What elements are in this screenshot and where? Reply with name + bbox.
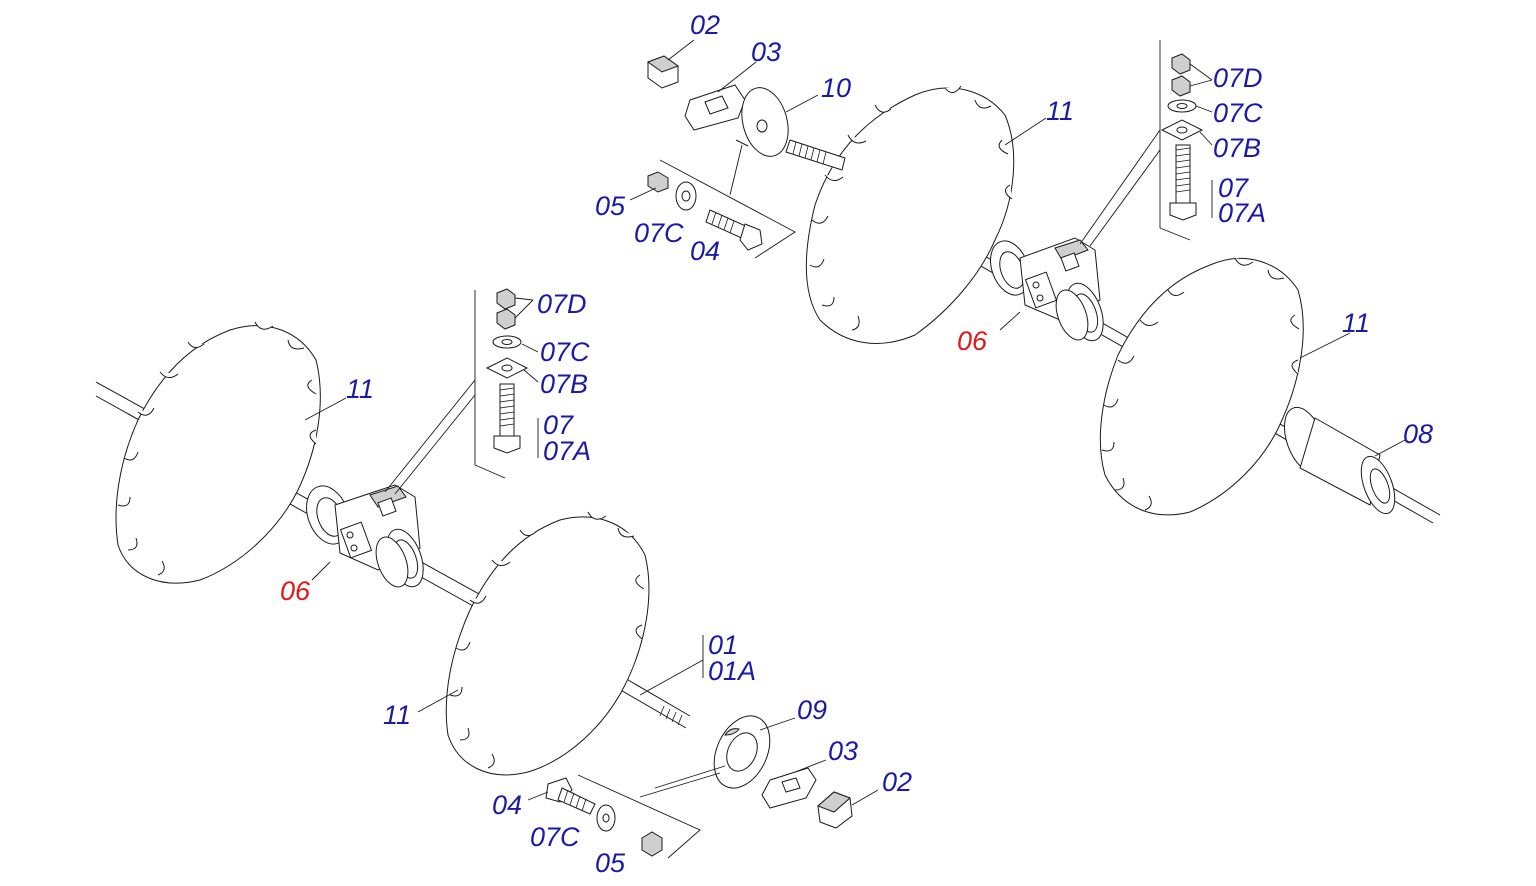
- top-disc-2: [1099, 257, 1304, 516]
- callout-labels: 02 03 10 05 07C 04 11 07D 07C 07B 07 07A…: [280, 10, 1433, 878]
- label-bottom-02: 02: [882, 767, 912, 797]
- label-bottom-01: 01: [708, 630, 738, 660]
- label-top-11-right: 11: [1342, 308, 1370, 338]
- label-top-02: 02: [690, 10, 720, 40]
- label-bottom-05: 05: [595, 848, 626, 878]
- top-bearing-housing: [990, 237, 1104, 342]
- label-top-11-left: 11: [1046, 96, 1074, 126]
- label-bottom-07c-top: 07C: [540, 337, 590, 367]
- bottom-bearing-housing: [306, 484, 424, 588]
- top-assembly: [646, 40, 1441, 524]
- label-top-06: 06: [957, 326, 988, 356]
- label-top-10: 10: [821, 73, 851, 103]
- top-hardware: [646, 55, 846, 259]
- label-top-07c-right: 07C: [1213, 98, 1263, 128]
- top-disc-1: [805, 85, 1015, 344]
- label-top-07c-left: 07C: [634, 218, 684, 248]
- label-bottom-11-left: 11: [346, 374, 374, 404]
- label-top-08: 08: [1403, 419, 1433, 449]
- bottom-disc-1: [115, 321, 321, 584]
- label-bottom-07: 07: [543, 410, 574, 440]
- label-bottom-04: 04: [492, 790, 522, 820]
- callout-leaders: [304, 39, 1406, 806]
- label-bottom-07c-bottom: 07C: [530, 822, 580, 852]
- label-top-05: 05: [595, 191, 626, 221]
- label-top-04: 04: [690, 236, 720, 266]
- label-bottom-11-right: 11: [383, 700, 411, 730]
- label-bottom-07a: 07A: [543, 436, 591, 466]
- label-bottom-07d: 07D: [537, 289, 587, 319]
- label-bottom-01a: 01A: [708, 656, 756, 686]
- label-bottom-03: 03: [828, 736, 858, 766]
- label-top-07b: 07B: [1213, 133, 1261, 163]
- label-top-07d: 07D: [1213, 63, 1263, 93]
- label-bottom-07b: 07B: [540, 369, 588, 399]
- label-top-07: 07: [1218, 173, 1249, 203]
- label-bottom-09: 09: [797, 695, 827, 725]
- top-spacer-tube: [1283, 406, 1396, 515]
- bottom-disc-2: [445, 511, 650, 776]
- bottom-assembly: [95, 288, 853, 859]
- label-bottom-06: 06: [280, 576, 311, 606]
- label-top-07a: 07A: [1218, 198, 1266, 228]
- bottom-hardware: [545, 715, 853, 859]
- label-top-03: 03: [751, 37, 781, 67]
- bottom-bolt-stack: [384, 288, 529, 495]
- top-bolt-stack: [1079, 40, 1204, 247]
